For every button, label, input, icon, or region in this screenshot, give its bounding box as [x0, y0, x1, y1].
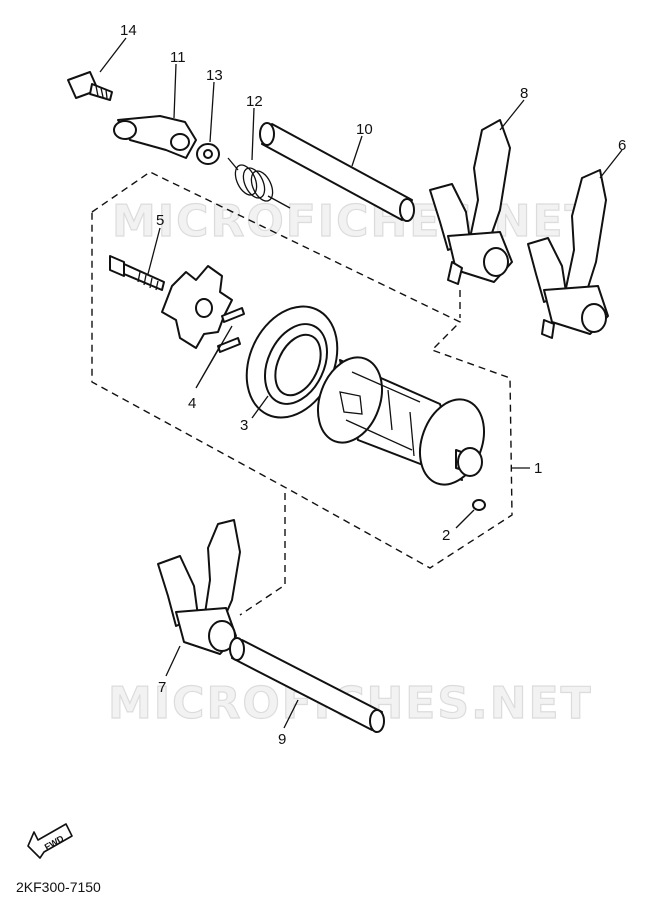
shift-drum-1: [317, 356, 485, 486]
shift-fork-6: [527, 169, 609, 339]
assembly-boundary: [91, 171, 513, 569]
bearing-3: [245, 305, 339, 419]
callout-9: 9: [278, 731, 286, 748]
bolt-5: [109, 255, 165, 291]
bolt-14: [67, 71, 113, 101]
shift-fork-7: [157, 519, 241, 655]
callout-8: 8: [520, 85, 528, 102]
callout-5: 5: [156, 212, 164, 229]
watermark-top: MICROFICHES.NET: [112, 196, 597, 247]
forward-arrow-icon: FWD: [27, 823, 73, 859]
shaft-10: [259, 122, 415, 222]
callout-7: 7: [158, 679, 166, 696]
callout-2: 2: [442, 527, 450, 544]
callout-6: 6: [618, 137, 626, 154]
washer-13: [196, 143, 220, 165]
shaft-9: [229, 637, 385, 733]
spring-12: [227, 157, 291, 209]
callout-14: 14: [120, 22, 137, 39]
shift-fork-8: [429, 119, 513, 285]
callout-13: 13: [206, 67, 223, 84]
screw-2: [472, 499, 486, 511]
callout-1: 1: [534, 460, 542, 477]
leader-fork-7: [239, 493, 286, 616]
lever-11: [113, 115, 197, 159]
callout-12: 12: [246, 93, 263, 110]
diagram-code: 2KF300-7150: [16, 879, 101, 895]
callout-4: 4: [188, 395, 196, 412]
callout-10: 10: [356, 121, 373, 138]
segment-plate: [161, 265, 233, 349]
pins-4: [217, 307, 245, 353]
callout-11: 11: [170, 49, 186, 66]
leader-lines: [99, 37, 623, 729]
callout-3: 3: [240, 417, 248, 434]
